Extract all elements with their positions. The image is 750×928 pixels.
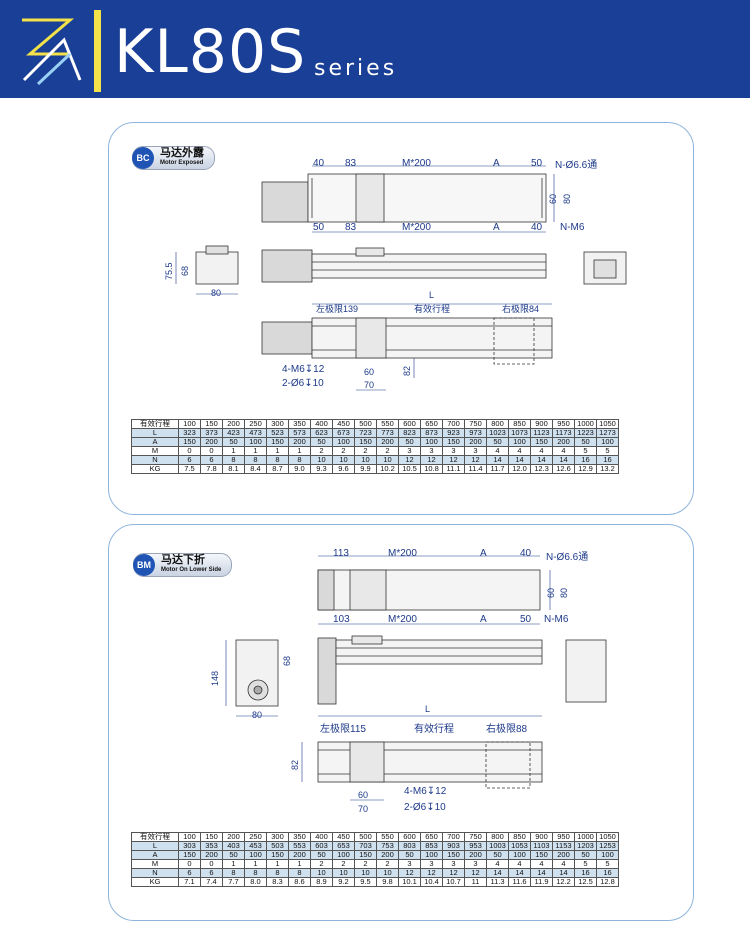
dim-top-a: A — [480, 548, 487, 559]
thread-note: N-M6 — [560, 222, 585, 233]
m6-note: 4-M6↧12 — [404, 786, 447, 797]
table-row-label: KG — [131, 877, 179, 887]
section-badge-bm: BM 马达下折 Motor On Lower Side — [133, 553, 233, 577]
dim-top-m200: M*200 — [388, 548, 417, 559]
table-cell: 10.1 — [398, 877, 421, 887]
dim-l: L — [429, 290, 434, 300]
table-cell: 12.8 — [596, 877, 619, 887]
dim-top-50: 50 — [531, 158, 543, 169]
dim-side-75: 75.5 — [164, 262, 174, 280]
table-cell: 7.4 — [200, 877, 223, 887]
dim-bot-40: 40 — [531, 222, 543, 233]
right-limit: 右极限84 — [502, 303, 539, 314]
pin-note: 2-Ø6↧10 — [282, 378, 324, 389]
page-header: KL80S series — [0, 0, 750, 98]
dim-bot-m200: M*200 — [388, 614, 417, 625]
dim-70: 70 — [358, 804, 368, 814]
page-title: KL80S — [114, 17, 307, 87]
dim-h-60: 60 — [546, 588, 556, 598]
stroke-label: 有效行程 — [414, 722, 454, 735]
dim-bot-50: 50 — [313, 222, 325, 233]
dim-bot-50: 50 — [520, 614, 532, 625]
dim-bot-a: A — [493, 222, 500, 233]
table-cell: 8.6 — [288, 877, 311, 887]
dim-l: L — [425, 704, 430, 714]
table-cell: 11.3 — [486, 877, 509, 887]
table-cell: 9.8 — [376, 877, 399, 887]
header-divider — [94, 10, 101, 92]
table-cell: 11.6 — [508, 877, 531, 887]
badge-title-en: Motor Exposed — [160, 160, 204, 166]
left-limit: 左极限115 — [320, 722, 366, 735]
dim-h-60: 60 — [548, 194, 558, 204]
table-cell: 11.9 — [530, 877, 553, 887]
badge-code: BM — [133, 554, 155, 576]
dim-top-a: A — [493, 158, 500, 169]
dim-60: 60 — [358, 790, 368, 800]
badge-title-cn: 马达下折 — [161, 554, 205, 566]
dim-bot-83: 83 — [345, 222, 357, 233]
dim-82: 82 — [290, 760, 300, 770]
dim-side-80: 80 — [252, 710, 262, 720]
dim-side-148: 148 — [210, 671, 220, 686]
badge-code: BC — [132, 147, 154, 169]
table-cell: 7.7 — [222, 877, 245, 887]
dim-70: 70 — [364, 380, 374, 390]
dim-top-40: 40 — [520, 548, 532, 559]
dim-side-80: 80 — [211, 288, 221, 298]
dim-bot-a: A — [480, 614, 487, 625]
table-cell: 7.1 — [178, 877, 201, 887]
m6-note: 4-M6↧12 — [282, 364, 325, 375]
dim-side-68: 68 — [180, 266, 190, 276]
dim-h-80: 80 — [559, 588, 569, 598]
table-cell: 10.7 — [442, 877, 465, 887]
dim-h-80: 80 — [562, 194, 572, 204]
stroke-label: 有效行程 — [414, 303, 450, 314]
dim-side-68: 68 — [282, 656, 292, 666]
table-cell: 8.9 — [310, 877, 333, 887]
dim-bot-103: 103 — [333, 614, 350, 625]
table-cell: 12.2 — [552, 877, 575, 887]
dim-top-113: 113 — [333, 548, 349, 559]
table-cell: 12.5 — [574, 877, 597, 887]
hole-note: N-Ø6.6通 — [546, 551, 588, 563]
pin-note: 2-Ø6↧10 — [404, 802, 446, 813]
brand-logo-icon — [8, 10, 88, 90]
badge-title-cn: 马达外露 — [160, 147, 204, 159]
dim-bot-m200: M*200 — [402, 222, 431, 233]
table-cell: 8.0 — [244, 877, 267, 887]
table-cell: 9.5 — [354, 877, 377, 887]
table-cell: 11 — [464, 877, 487, 887]
table-cell: 9.2 — [332, 877, 355, 887]
page-subtitle: series — [314, 56, 398, 81]
table-cell: 8.3 — [266, 877, 289, 887]
thread-note: N-M6 — [544, 614, 569, 625]
right-limit: 右极限88 — [486, 722, 528, 735]
dim-top-m200: M*200 — [402, 158, 431, 169]
left-limit: 左极限139 — [316, 303, 358, 314]
dim-top-40: 40 — [313, 158, 325, 169]
dim-82: 82 — [402, 366, 412, 376]
table-cell: 13.2 — [596, 464, 619, 474]
badge-title-en: Motor On Lower Side — [161, 567, 222, 573]
dim-top-83: 83 — [345, 158, 357, 169]
dim-60: 60 — [364, 367, 374, 377]
section-badge-bc: BC 马达外露 Motor Exposed — [132, 146, 215, 170]
hole-note: N-Ø6.6通 — [555, 159, 597, 171]
table-cell: 10.4 — [420, 877, 443, 887]
